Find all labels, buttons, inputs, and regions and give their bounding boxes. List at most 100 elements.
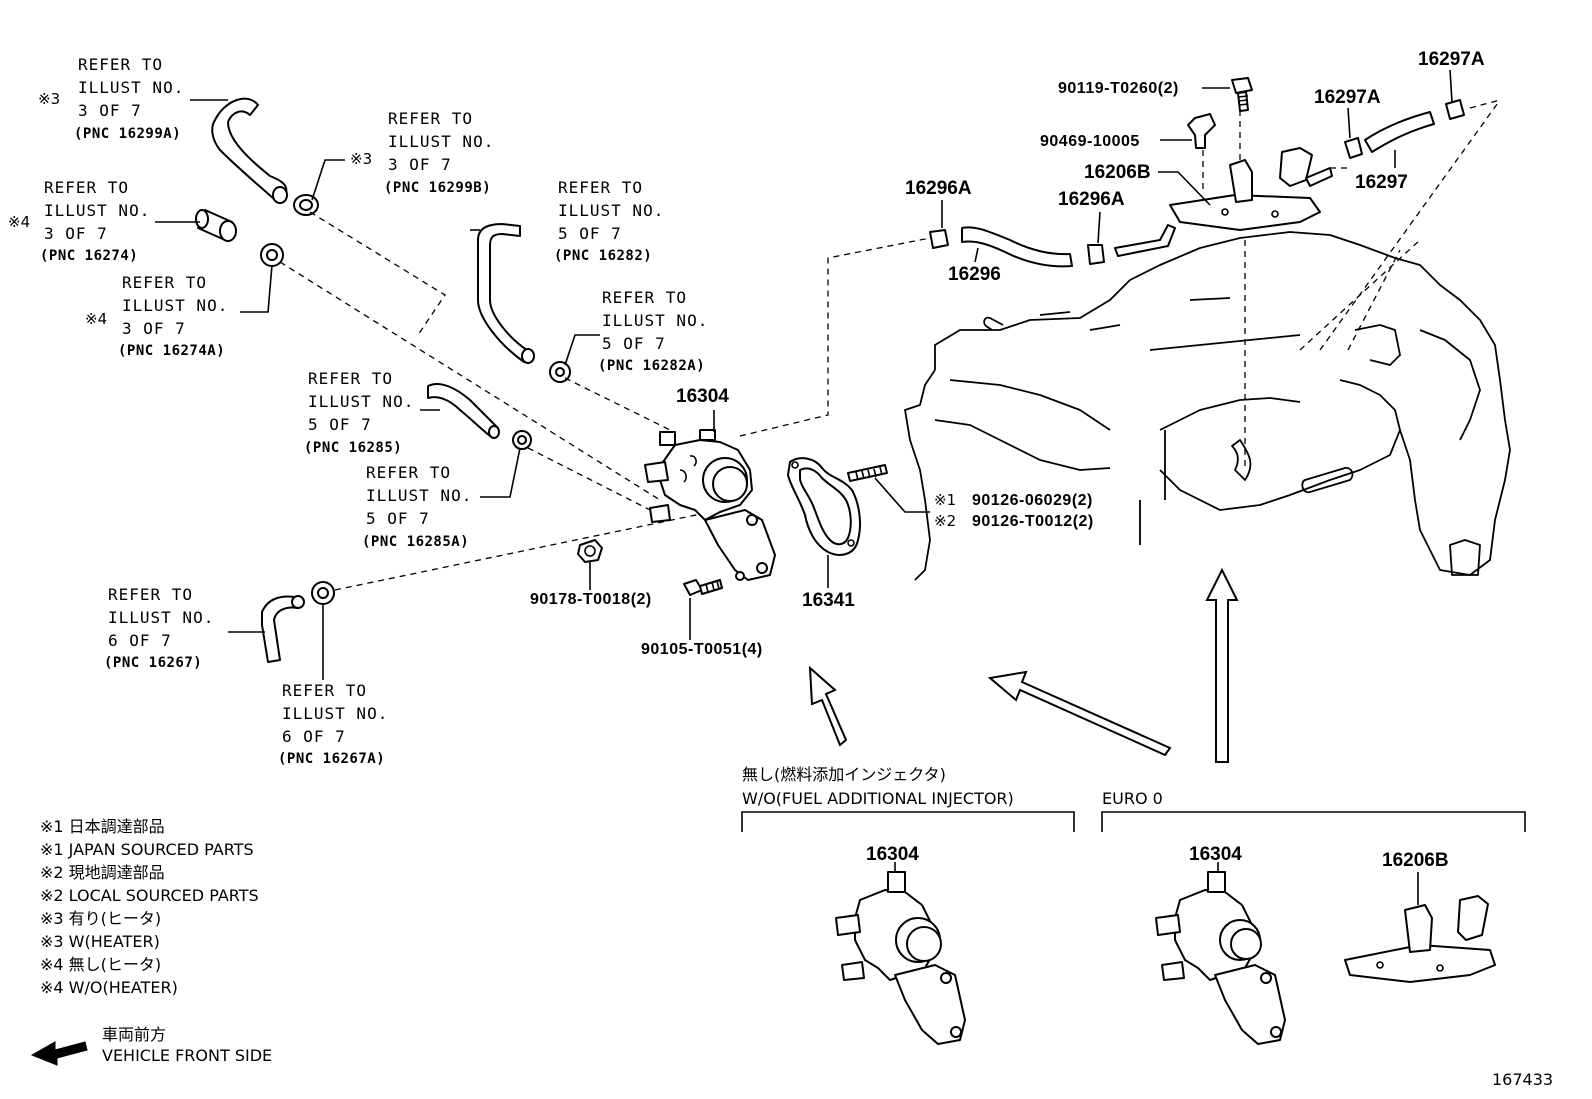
svg-text:ILLUST NO.: ILLUST NO. <box>108 608 214 627</box>
arrow-up-center <box>808 665 848 747</box>
svg-text:(PNC 16274A): (PNC 16274A) <box>118 343 225 359</box>
variant-euro0-part-16304: 16304 <box>1189 844 1242 865</box>
dashed-connectors-left <box>279 211 721 591</box>
variant-bracket-16206b <box>1344 872 1496 983</box>
svg-text:3 OF 7: 3 OF 7 <box>44 224 108 243</box>
svg-text:ILLUST NO.: ILLUST NO. <box>122 296 228 315</box>
svg-text:※4: ※4 <box>85 310 107 328</box>
clamp-16299b <box>293 194 319 216</box>
ref-label-16299b: ※3 REFER TO ILLUST NO. 3 OF 7 (PNC 16299… <box>350 109 494 196</box>
clamp-16282a <box>549 361 571 383</box>
label-90119: 90119-T0260(2) <box>1058 80 1179 97</box>
label-16304: 16304 <box>676 386 729 407</box>
ref-label-16267a: REFER TO ILLUST NO. 6 OF 7 (PNC 16267A) <box>278 681 388 767</box>
leader-lines-center <box>589 237 931 640</box>
vehicle-front-arrow <box>30 1041 88 1066</box>
legend-notes: ※1 日本調達部品 ※1 JAPAN SOURCED PARTS ※2 現地調達… <box>40 817 259 997</box>
svg-text:REFER TO: REFER TO <box>44 178 129 197</box>
label-16297a-left: 16297A <box>1314 87 1381 108</box>
variant-water-inlet-euro0 <box>1155 862 1286 1045</box>
clamp-16296a-left <box>929 229 949 249</box>
variant-wo-fuel-part: 16304 <box>866 844 919 865</box>
hose-16282 <box>477 223 535 364</box>
svg-text:ILLUST NO.: ILLUST NO. <box>558 201 664 220</box>
svg-text:ILLUST NO.: ILLUST NO. <box>282 704 388 723</box>
svg-text:(PNC 16285): (PNC 16285) <box>304 440 402 456</box>
clamp-16297a-right <box>1445 99 1465 120</box>
variant-water-inlet-wo-fuel <box>835 862 966 1045</box>
svg-text:REFER TO: REFER TO <box>308 369 393 388</box>
svg-text:REFER TO: REFER TO <box>282 681 367 700</box>
front-label-jp: 車両前方 <box>102 1025 166 1044</box>
bolt-90119 <box>1231 77 1253 112</box>
svg-text:3 OF 7: 3 OF 7 <box>78 101 142 120</box>
svg-text:(PNC 16299B): (PNC 16299B) <box>384 180 491 196</box>
clip-90469 <box>1187 113 1216 149</box>
mark-90126a: ※1 <box>934 491 956 509</box>
ref-label-16274a: ※4 REFER TO ILLUST NO. 3 OF 7 (PNC 16274… <box>85 273 228 359</box>
svg-text:(PNC 16299A): (PNC 16299A) <box>74 126 181 142</box>
svg-text:ILLUST NO.: ILLUST NO. <box>388 132 494 151</box>
pipe-to-bracket <box>1114 224 1176 257</box>
assembly-guide-lines <box>1244 99 1501 470</box>
variant-bracket-euro0 <box>1101 811 1526 832</box>
label-16296: 16296 <box>948 264 1001 285</box>
legend-line: ※2 現地調達部品 <box>40 863 165 882</box>
svg-text:(PNC 16285A): (PNC 16285A) <box>362 534 469 550</box>
clamp-16296a-right <box>1087 244 1105 265</box>
ref-label-16299a: ※3 REFER TO ILLUST NO. 3 OF 7 (PNC 16299… <box>38 55 184 142</box>
label-16297a-right: 16297A <box>1418 49 1485 70</box>
legend-line: ※2 LOCAL SOURCED PARTS <box>40 886 259 905</box>
clamp-16274a <box>260 243 284 267</box>
ref-label-16285a: REFER TO ILLUST NO. 5 OF 7 (PNC 16285A) <box>362 463 471 550</box>
legend-line: ※4 無し(ヒータ) <box>40 955 161 974</box>
svg-text:5 OF 7: 5 OF 7 <box>366 509 430 528</box>
label-16206b: 16206B <box>1084 162 1151 183</box>
svg-text:3 OF 7: 3 OF 7 <box>388 155 452 174</box>
svg-text:ILLUST NO.: ILLUST NO. <box>78 78 184 97</box>
legend-line: ※3 W(HEATER) <box>40 932 160 951</box>
label-90105: 90105-T0051(4) <box>641 641 763 658</box>
label-90126a: 90126-06029(2) <box>972 492 1093 509</box>
ref-label-16282: REFER TO ILLUST NO. 5 OF 7 (PNC 16282) <box>554 178 664 264</box>
clamp-16297a-left <box>1344 137 1363 159</box>
legend-line: ※1 日本調達部品 <box>40 817 165 836</box>
label-16341: 16341 <box>802 590 855 611</box>
leader-lines-left <box>155 99 600 680</box>
svg-text:REFER TO: REFER TO <box>366 463 451 482</box>
gasket-16341 <box>787 457 861 556</box>
svg-text:5 OF 7: 5 OF 7 <box>602 334 666 353</box>
arrow-upleft-right <box>987 670 1172 757</box>
label-90126b: 90126-T0012(2) <box>972 513 1094 530</box>
hose-16296 <box>961 226 1073 268</box>
svg-text:(PNC 16267): (PNC 16267) <box>104 655 202 671</box>
water-inlet-16304 <box>644 429 776 581</box>
svg-text:※4: ※4 <box>8 213 30 231</box>
hose-16297 <box>1364 111 1435 153</box>
svg-text:3 OF 7: 3 OF 7 <box>122 319 186 338</box>
svg-text:REFER TO: REFER TO <box>108 585 193 604</box>
svg-text:REFER TO: REFER TO <box>558 178 643 197</box>
variant-euro0-label: EURO 0 <box>1102 789 1163 808</box>
label-90469: 90469-10005 <box>1040 133 1140 150</box>
variant-wo-fuel-en: W/O(FUEL ADDITIONAL INJECTOR) <box>742 789 1014 808</box>
svg-text:(PNC 16274): (PNC 16274) <box>40 248 138 264</box>
svg-text:※3: ※3 <box>38 90 60 108</box>
svg-text:ILLUST NO.: ILLUST NO. <box>44 201 150 220</box>
svg-text:6 OF 7: 6 OF 7 <box>108 631 172 650</box>
svg-text:※3: ※3 <box>350 150 372 168</box>
svg-text:REFER TO: REFER TO <box>388 109 473 128</box>
bracket-16206b <box>1169 147 1333 231</box>
legend-line: ※1 JAPAN SOURCED PARTS <box>40 840 254 859</box>
variant-bracket-wo-fuel <box>741 811 1075 832</box>
mark-90126b: ※2 <box>934 512 956 530</box>
illustration-number: 167433 <box>1492 1070 1553 1089</box>
hose-16274 <box>195 209 237 242</box>
svg-text:ILLUST NO.: ILLUST NO. <box>308 392 414 411</box>
svg-text:(PNC 16267A): (PNC 16267A) <box>278 751 385 767</box>
legend-line: ※3 有り(ヒータ) <box>40 909 161 928</box>
svg-text:(PNC 16282A): (PNC 16282A) <box>598 358 705 374</box>
svg-text:REFER TO: REFER TO <box>602 288 687 307</box>
ref-label-16282a: REFER TO ILLUST NO. 5 OF 7 (PNC 16282A) <box>598 288 707 374</box>
